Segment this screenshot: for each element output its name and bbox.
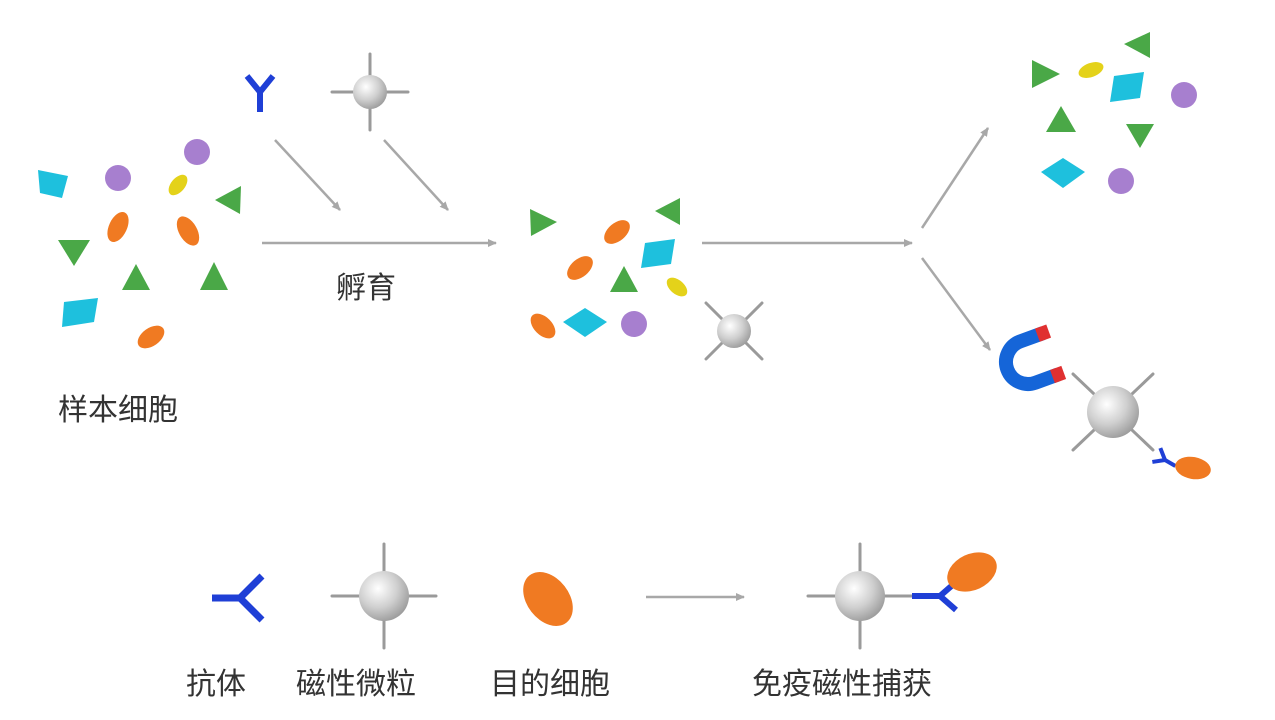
sample-cells-label: 样本细胞 [58,393,178,428]
green-triangle-cell [215,186,241,214]
magnetic-bead-icon [330,542,438,650]
sample-cells-cluster [38,139,241,349]
green-triangle-cell [1126,124,1154,148]
orange-cell [567,256,593,280]
magnetic-bead-icon [330,52,410,132]
arrow-icon [274,139,341,211]
yellow-cell [168,174,188,196]
green-triangle-cell [610,266,638,292]
incubation-label: 孵育 [336,271,396,306]
target-cell-icon [1175,456,1211,480]
incubated-mixture [530,198,764,361]
green-triangle-cell [200,262,228,290]
purple-cell [105,165,131,191]
green-triangle-cell [1032,60,1060,88]
orange-cell [604,220,630,244]
cyan-diamond-cell [62,298,98,327]
green-triangle-cell [58,240,90,266]
arrow-icon [920,257,992,351]
cyan-diamond-cell [1041,158,1085,188]
captured-bead-complex [1071,372,1211,480]
cyan-diamond-cell [38,170,68,198]
purple-cell [1171,82,1197,108]
purple-cell [1108,168,1134,194]
green-triangle-cell [1046,106,1076,132]
target-cell-icon [523,572,573,626]
green-triangle-cell [655,198,680,225]
immunomagnetic-capture-label: 免疫磁性捕获 [752,667,932,702]
purple-cell [184,139,210,165]
yellow-cell [666,277,688,297]
magnetic-bead-label: 磁性微粒 [296,667,416,702]
cyan-diamond-cell [1110,72,1144,102]
magnet-icon [999,324,1067,391]
arrow-icon [920,127,990,229]
immunomagnetic-complex-icon [806,542,997,650]
arrow-icon [383,139,449,211]
antibody-icon [1152,447,1177,468]
orange-cell [107,212,129,242]
magnetic-bead-icon [704,301,764,361]
green-triangle-cell [1124,32,1150,58]
target-cell-label: 目的细胞 [490,667,610,702]
purple-cell [621,311,647,337]
legend: 抗体 磁性微粒 目的细胞 免疫磁性捕获 [186,542,997,702]
antibody-label: 抗体 [186,667,246,702]
green-triangle-cell [122,264,150,290]
green-triangle-cell [530,209,557,236]
cyan-diamond-cell [563,308,607,337]
yellow-cell [1078,62,1104,78]
orange-cell [530,313,556,339]
non-target-cells [1032,32,1197,194]
orange-cell [176,216,200,246]
orange-cell [137,325,165,349]
cyan-diamond-cell [641,239,675,268]
antibody-icon [212,573,265,623]
antibody-icon [244,74,276,112]
